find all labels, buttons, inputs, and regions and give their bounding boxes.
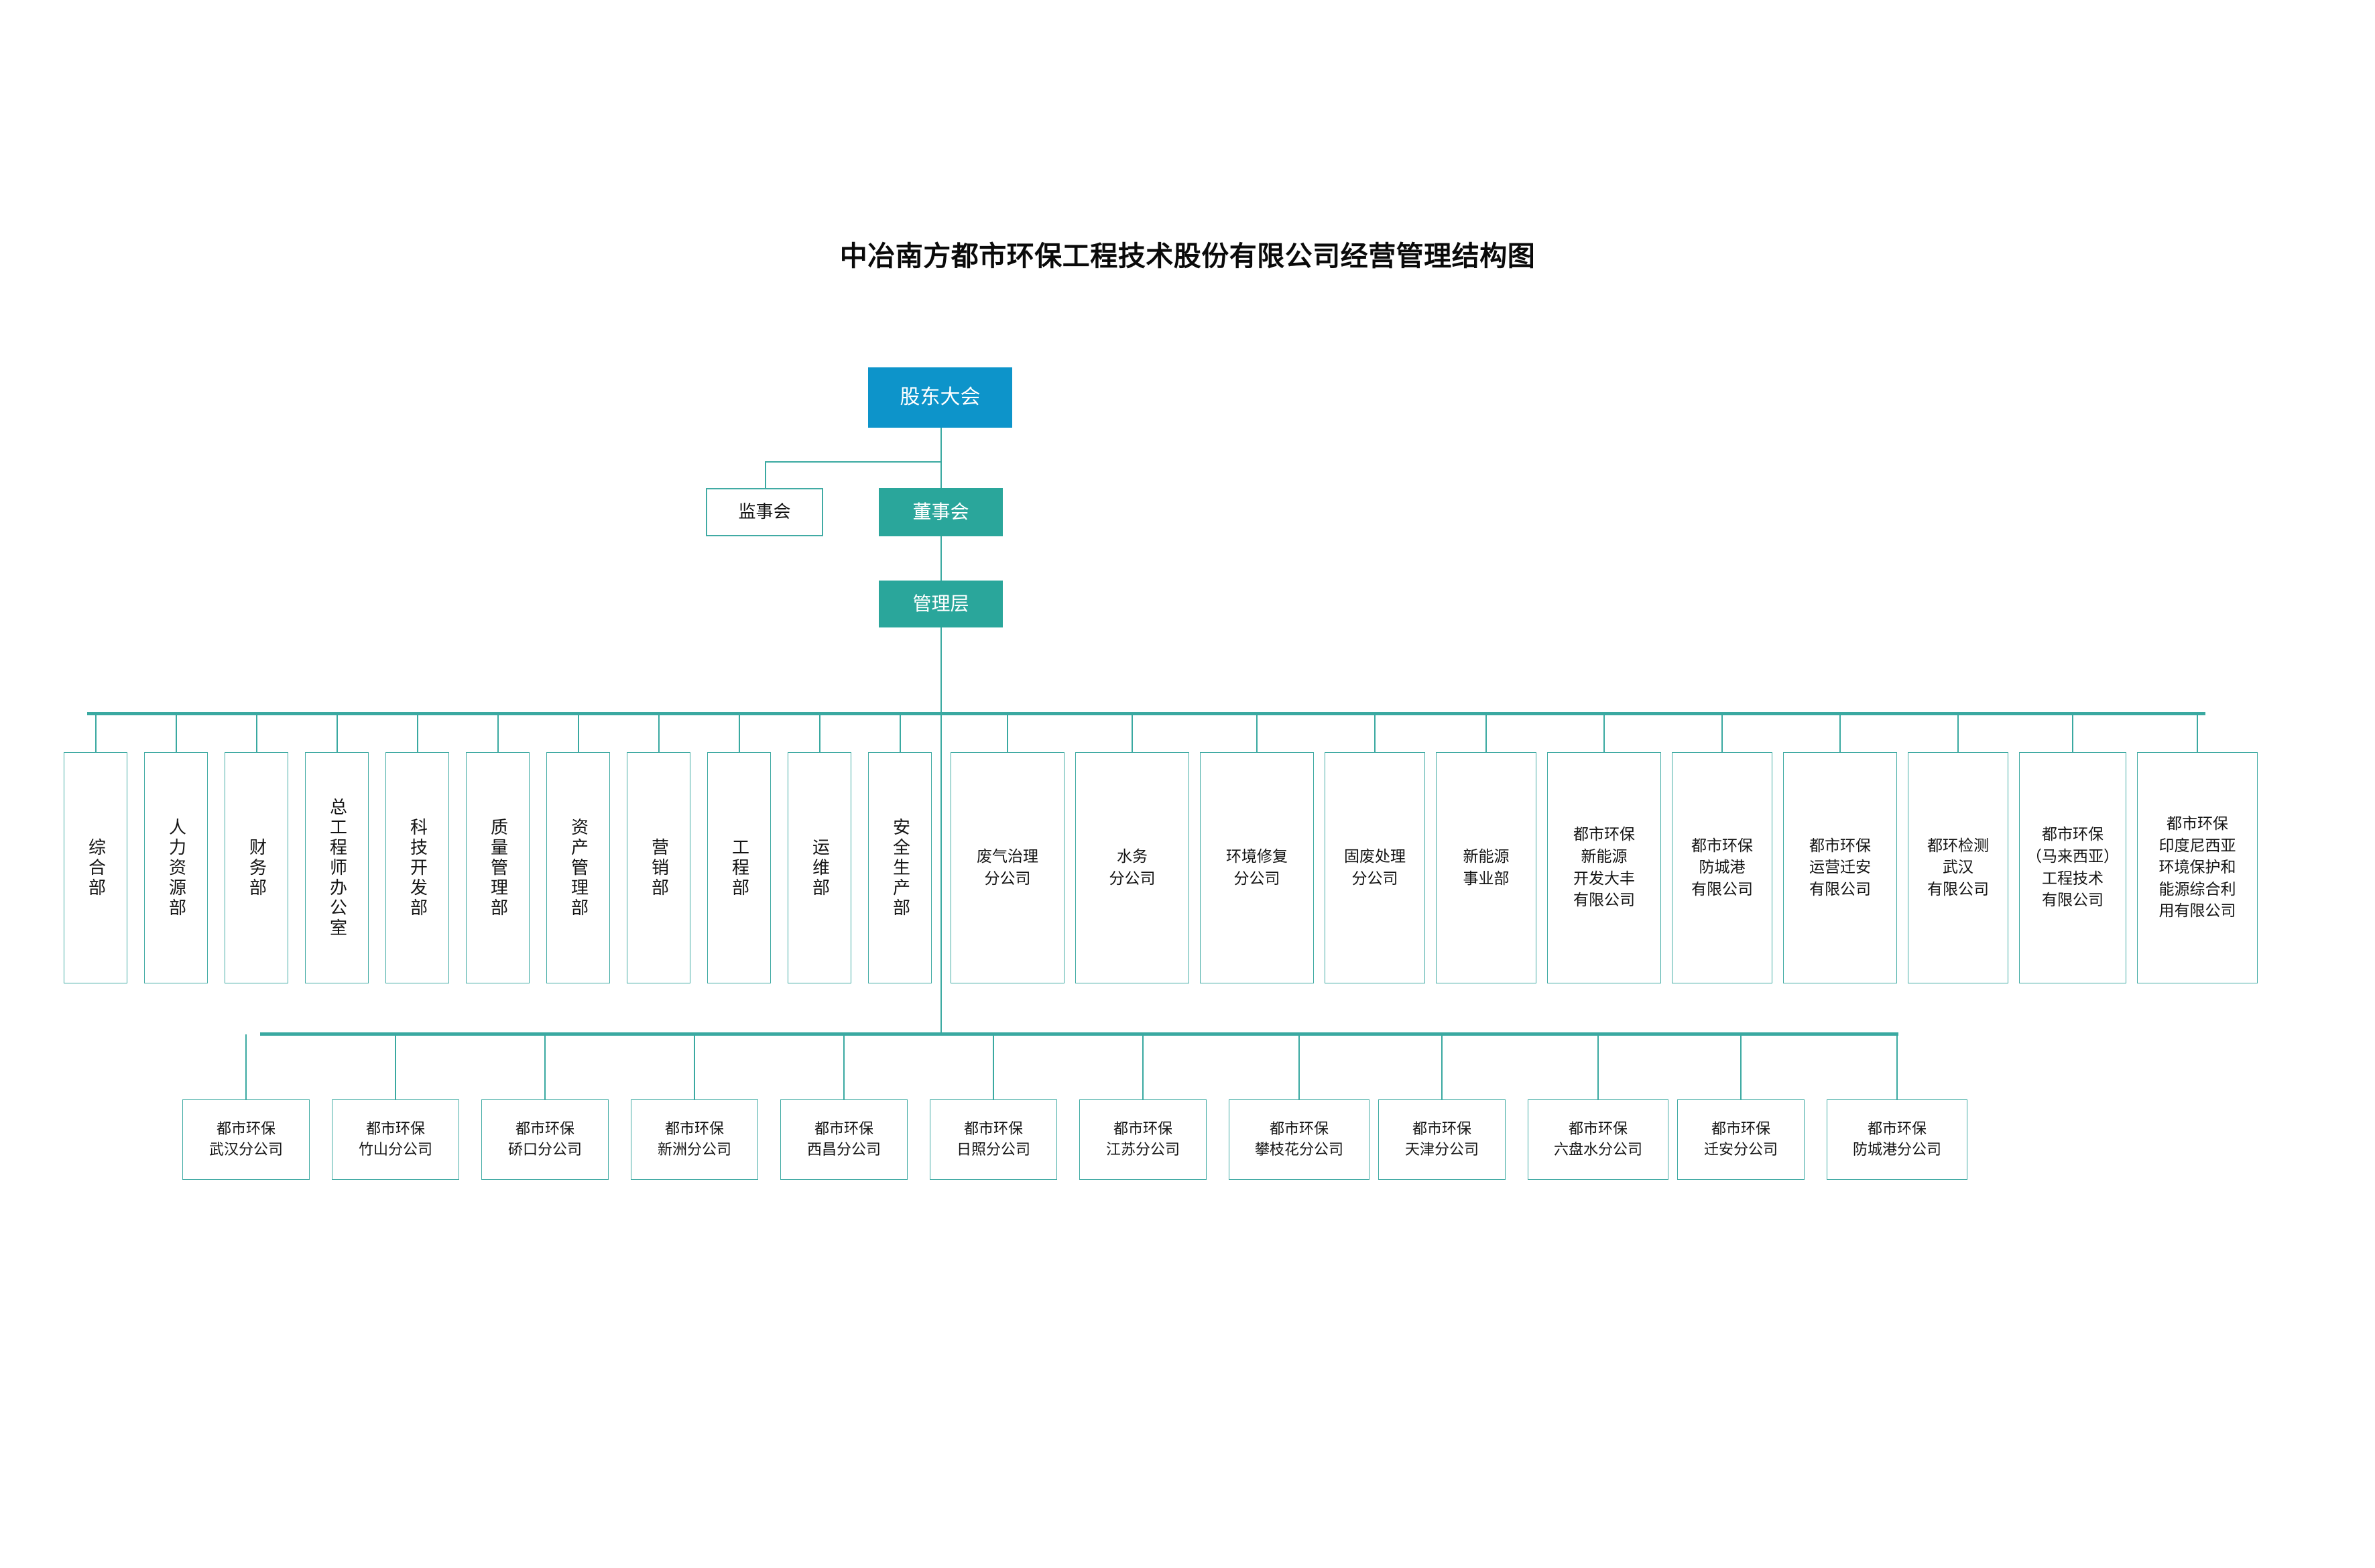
node-sub-branch-7[interactable]: 都市环保攀枝花分公司 (1229, 1099, 1369, 1180)
node-branch-6[interactable]: 都市环保防城港有限公司 (1672, 752, 1772, 983)
connector-stub (2072, 714, 2073, 752)
connector-stub (1896, 1034, 1898, 1099)
connector-stub (1142, 1034, 1144, 1099)
connector-shareholders-down (940, 427, 942, 463)
connector-stub (395, 1034, 396, 1099)
node-branch-8[interactable]: 都环检测武汉有限公司 (1908, 752, 2008, 983)
node-sub-branch-10[interactable]: 都市环保迁安分公司 (1677, 1099, 1805, 1180)
node-sub-branch-8[interactable]: 都市环保天津分公司 (1378, 1099, 1506, 1180)
connector-stub (1007, 714, 1008, 752)
node-department-4[interactable]: 科技开发部 (385, 752, 449, 983)
connector-to-board (940, 461, 942, 489)
connector-stub (255, 714, 257, 752)
connector-stub (1603, 714, 1605, 752)
node-department-0[interactable]: 综合部 (64, 752, 127, 983)
connector-stub (1298, 1034, 1300, 1099)
node-shareholders-meeting[interactable]: 股东大会 (868, 367, 1012, 428)
node-sub-branch-1[interactable]: 都市环保竹山分公司 (332, 1099, 459, 1180)
connector-stub (1740, 1034, 1742, 1099)
node-management[interactable]: 管理层 (879, 581, 1003, 627)
node-department-5[interactable]: 质量管理部 (466, 752, 530, 983)
connector-stub (694, 1034, 695, 1099)
node-sub-branch-11[interactable]: 都市环保防城港分公司 (1827, 1099, 1967, 1180)
node-sub-branch-9[interactable]: 都市环保六盘水分公司 (1528, 1099, 1668, 1180)
node-department-3[interactable]: 总工程师办公室 (305, 752, 369, 983)
connector-stub (1441, 1034, 1443, 1099)
node-branch-10[interactable]: 都市环保印度尼西亚环境保护和能源综合利用有限公司 (2137, 752, 2258, 983)
node-branch-3[interactable]: 固废处理分公司 (1325, 752, 1425, 983)
node-sub-branch-3[interactable]: 都市环保新洲分公司 (631, 1099, 758, 1180)
connector-stub (1597, 1034, 1599, 1099)
connector-stub (658, 714, 660, 752)
node-branch-5[interactable]: 都市环保新能源开发大丰有限公司 (1547, 752, 1661, 983)
node-sub-branch-2[interactable]: 都市环保硚口分公司 (481, 1099, 609, 1180)
connector-stub (1374, 714, 1376, 752)
node-department-6[interactable]: 资产管理部 (546, 752, 610, 983)
connector-stub (899, 714, 901, 752)
node-sub-branch-5[interactable]: 都市环保日照分公司 (930, 1099, 1057, 1180)
connector-stub (1839, 714, 1841, 752)
connector-board-to-management (940, 536, 942, 582)
connector-stub (544, 1034, 546, 1099)
connector-stub (245, 1034, 247, 1099)
node-department-7[interactable]: 营销部 (627, 752, 690, 983)
node-branch-2[interactable]: 环境修复分公司 (1200, 752, 1314, 983)
node-branch-7[interactable]: 都市环保运营迁安有限公司 (1783, 752, 1897, 983)
node-department-10[interactable]: 安全生产部 (868, 752, 932, 983)
node-supervisory-board[interactable]: 监事会 (706, 488, 823, 536)
page-title: 中冶南方都市环保工程技术股份有限公司经营管理结构图 (839, 240, 1536, 272)
node-department-1[interactable]: 人力资源部 (144, 752, 208, 983)
connector-stub (577, 714, 579, 752)
node-sub-branch-0[interactable]: 都市环保武汉分公司 (182, 1099, 310, 1180)
connector-stub (497, 714, 499, 752)
connector-bus-level3 (87, 712, 2205, 715)
connector-stub (1132, 714, 1133, 752)
connector-stub (818, 714, 820, 752)
node-sub-branch-6[interactable]: 都市环保江苏分公司 (1079, 1099, 1207, 1180)
node-board-of-directors[interactable]: 董事会 (879, 488, 1003, 536)
connector-stub (95, 714, 97, 752)
connector-stub (1721, 714, 1723, 752)
node-department-2[interactable]: 财务部 (225, 752, 288, 983)
connector-stub (993, 1034, 994, 1099)
node-department-8[interactable]: 工程部 (707, 752, 771, 983)
node-sub-branch-4[interactable]: 都市环保西昌分公司 (780, 1099, 908, 1180)
connector-stub (1256, 714, 1258, 752)
node-branch-0[interactable]: 废气治理分公司 (951, 752, 1064, 983)
connector-stub (1957, 714, 1959, 752)
node-branch-1[interactable]: 水务分公司 (1075, 752, 1189, 983)
connector-stub (336, 714, 338, 752)
connector-stub (175, 714, 177, 752)
connector-stub (416, 714, 418, 752)
node-department-9[interactable]: 运维部 (788, 752, 851, 983)
node-branch-4[interactable]: 新能源事业部 (1436, 752, 1536, 983)
connector-shareholders-split (765, 461, 942, 463)
connector-stub (1485, 714, 1487, 752)
connector-to-supervisory (765, 461, 766, 489)
connector-stub (738, 714, 740, 752)
node-branch-9[interactable]: 都市环保（马来西亚）工程技术有限公司 (2019, 752, 2126, 983)
connector-stub (843, 1034, 845, 1099)
connector-bus-level4 (260, 1032, 1898, 1036)
connector-management-trunk (940, 627, 942, 1034)
connector-stub (2197, 714, 2198, 752)
